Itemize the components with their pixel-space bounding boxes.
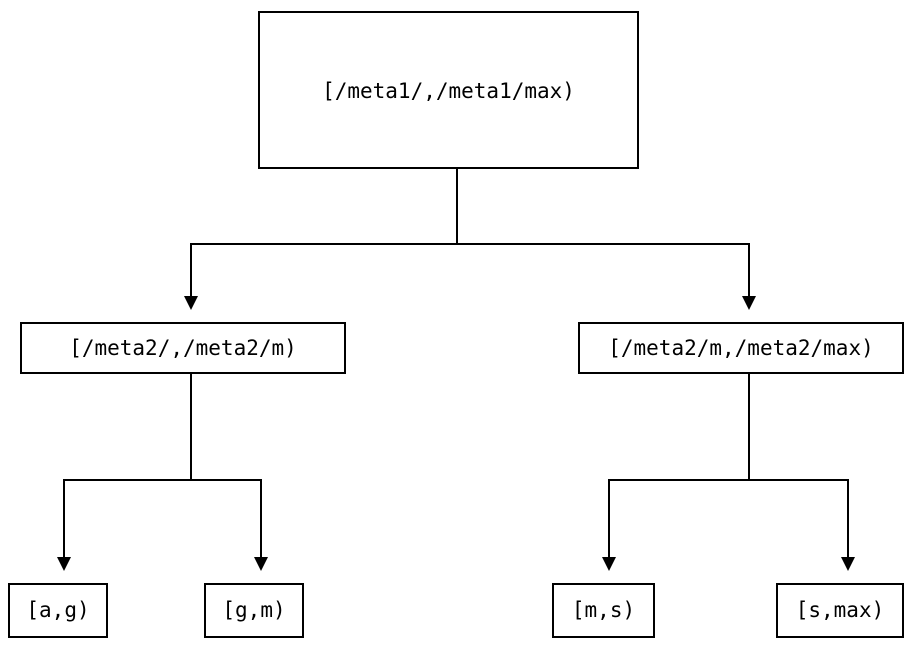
node-leaf-a-g-label: [a,g) — [26, 598, 89, 622]
node-leaf-m-s-label: [m,s) — [572, 598, 635, 622]
node-mid-right-box[interactable] — [578, 322, 904, 374]
edge-mid-left-to-leaf-g-m — [190, 373, 268, 571]
node-leaf-s-max[interactable]: [s,max) — [776, 583, 904, 638]
edge-path — [748, 373, 849, 557]
node-leaf-g-m-box[interactable] — [204, 583, 304, 638]
edge-mid-right-to-leaf-s-max — [748, 373, 855, 571]
node-leaf-m-s-box[interactable] — [552, 583, 655, 638]
edge-mid-right-to-leaf-m-s — [602, 373, 750, 571]
edge-root-to-mid-left — [184, 168, 458, 310]
node-root-label: [/meta1/,/meta1/max) — [322, 79, 575, 103]
node-leaf-g-m-label: [g,m) — [222, 598, 285, 622]
node-mid-left[interactable]: [/meta2/,/meta2/m) — [20, 322, 346, 374]
node-layer: [/meta1/,/meta1/max) [/meta2/,/meta2/m) … — [8, 11, 904, 638]
edge-path — [456, 168, 750, 296]
arrowhead-icon — [742, 296, 756, 310]
node-mid-right[interactable]: [/meta2/m,/meta2/max) — [578, 322, 904, 374]
arrowhead-icon — [184, 296, 198, 310]
node-leaf-a-g-box[interactable] — [8, 583, 108, 638]
arrowhead-icon — [254, 557, 268, 571]
arrowhead-icon — [57, 557, 71, 571]
edge-path — [190, 168, 458, 296]
node-leaf-a-g[interactable]: [a,g) — [8, 583, 108, 638]
arrowhead-icon — [602, 557, 616, 571]
edge-layer — [57, 168, 855, 571]
node-leaf-m-s[interactable]: [m,s) — [552, 583, 655, 638]
edge-root-to-mid-right — [456, 168, 756, 310]
edge-path — [190, 373, 262, 557]
node-mid-left-label: [/meta2/,/meta2/m) — [69, 336, 297, 360]
edge-mid-left-to-leaf-a-g — [57, 373, 192, 571]
node-mid-left-box[interactable] — [20, 322, 346, 374]
arrowhead-icon — [841, 557, 855, 571]
node-leaf-g-m[interactable]: [g,m) — [204, 583, 304, 638]
node-leaf-s-max-box[interactable] — [776, 583, 904, 638]
edge-path — [63, 373, 192, 557]
node-root[interactable]: [/meta1/,/meta1/max) — [258, 11, 639, 169]
node-mid-right-label: [/meta2/m,/meta2/max) — [608, 336, 874, 360]
edge-path — [608, 373, 750, 557]
node-root-box[interactable] — [258, 11, 639, 169]
node-leaf-s-max-label: [s,max) — [796, 598, 885, 622]
